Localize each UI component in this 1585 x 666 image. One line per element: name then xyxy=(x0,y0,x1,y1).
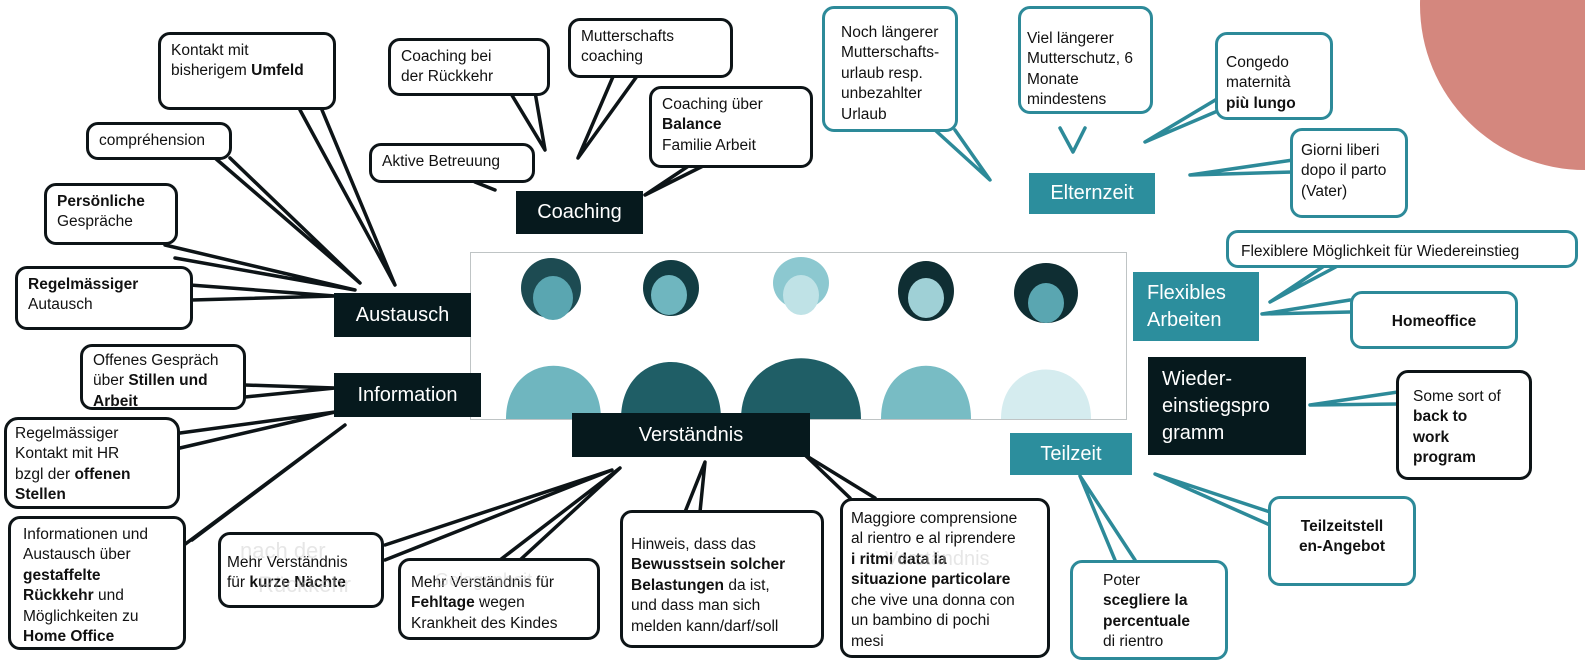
bubble-back-to-work: Some sort of back to work program xyxy=(1396,370,1532,480)
bubble-comprehension: compréhension xyxy=(86,122,232,160)
bubble-kontakt-hr: Regelmässiger Kontakt mit HR bzgl der of… xyxy=(4,417,180,509)
hub-austausch: Austausch xyxy=(334,293,471,337)
bubble-aktive-betreuung: Aktive Betreuung xyxy=(369,143,535,183)
bubble-homeoffice: Homeoffice xyxy=(1350,291,1518,349)
bubble-bewusstsein: Hinweis, dass das Bewusstsein solcher Be… xyxy=(620,510,824,648)
bubble-kurze-naechte: Mehr Verständnis für kurze Nächte xyxy=(218,532,384,608)
hub-teilzeit: Teilzeit xyxy=(1010,433,1132,475)
bubble-noch-laenger: Noch längerer Mutterschafts- urlaub resp… xyxy=(822,6,958,132)
hub-verstaendnis: Verständnis xyxy=(572,413,810,457)
bubble-mutterschaftscoaching: Mutterschafts coaching xyxy=(568,18,733,78)
hub-flexibles-arbeiten: Flexibles Arbeiten xyxy=(1133,272,1259,341)
bubble-offenes-gespraech: Offenes Gespräch über Stillen und Arbeit xyxy=(80,344,246,410)
hub-elternzeit: Elternzeit xyxy=(1029,173,1155,214)
ghost-text: Rückkehr xyxy=(258,572,351,597)
bubble-regelmaessiger-austausch: Regelmässiger Autausch xyxy=(15,266,193,330)
ghost-text: Verständnis xyxy=(885,548,990,570)
bubble-viel-laenger: Viel längerer Mutterschutz, 6 Monate min… xyxy=(1018,6,1153,114)
people-illustration xyxy=(470,252,1127,420)
hub-information: Information xyxy=(334,373,481,417)
bubble-coaching-balance: Coaching über Balance Familie Arbeit xyxy=(649,86,813,168)
bubble-flexiblere: Flexiblere Möglichkeit für Wiedereinstie… xyxy=(1226,230,1578,268)
bubble-congedo: Congedo maternità più lungo xyxy=(1215,32,1333,120)
hub-coaching: Coaching xyxy=(516,191,643,234)
bubble-poter-scegliere: Poter scegliere la percentuale di rientr… xyxy=(1070,560,1228,660)
bubble-gestaffelte-rueckkehr: Informationen und Austausch über gestaff… xyxy=(8,516,186,650)
ghost-text: nach der xyxy=(240,538,326,563)
people-illustration-icon xyxy=(506,257,1091,419)
bubble-persoenliche-gespraeche: Persönliche Gespräche xyxy=(44,183,178,245)
bubble-kontakt-umfeld: Kontakt mit bisherigem Umfeld xyxy=(158,32,336,110)
bubble-teilzeitstellen: Teilzeitstell en-Angebot xyxy=(1268,496,1416,586)
hub-wiedereinstieg: Wieder- einstiegspro gramm xyxy=(1148,357,1306,455)
ghost-text: Gelegenheit xyxy=(435,570,533,590)
bubble-maggiore-comprensione: Maggiore comprensione al rientro e al ri… xyxy=(840,498,1050,658)
bubble-coaching-rueckkehr: Coaching bei der Rückkehr xyxy=(388,38,550,96)
bubble-fehltage: Mehr Verständnis für Fehltage wegen Kran… xyxy=(398,558,600,640)
bubble-giorni-liberi: Giorni liberi dopo il parto (Vater) xyxy=(1290,128,1408,218)
